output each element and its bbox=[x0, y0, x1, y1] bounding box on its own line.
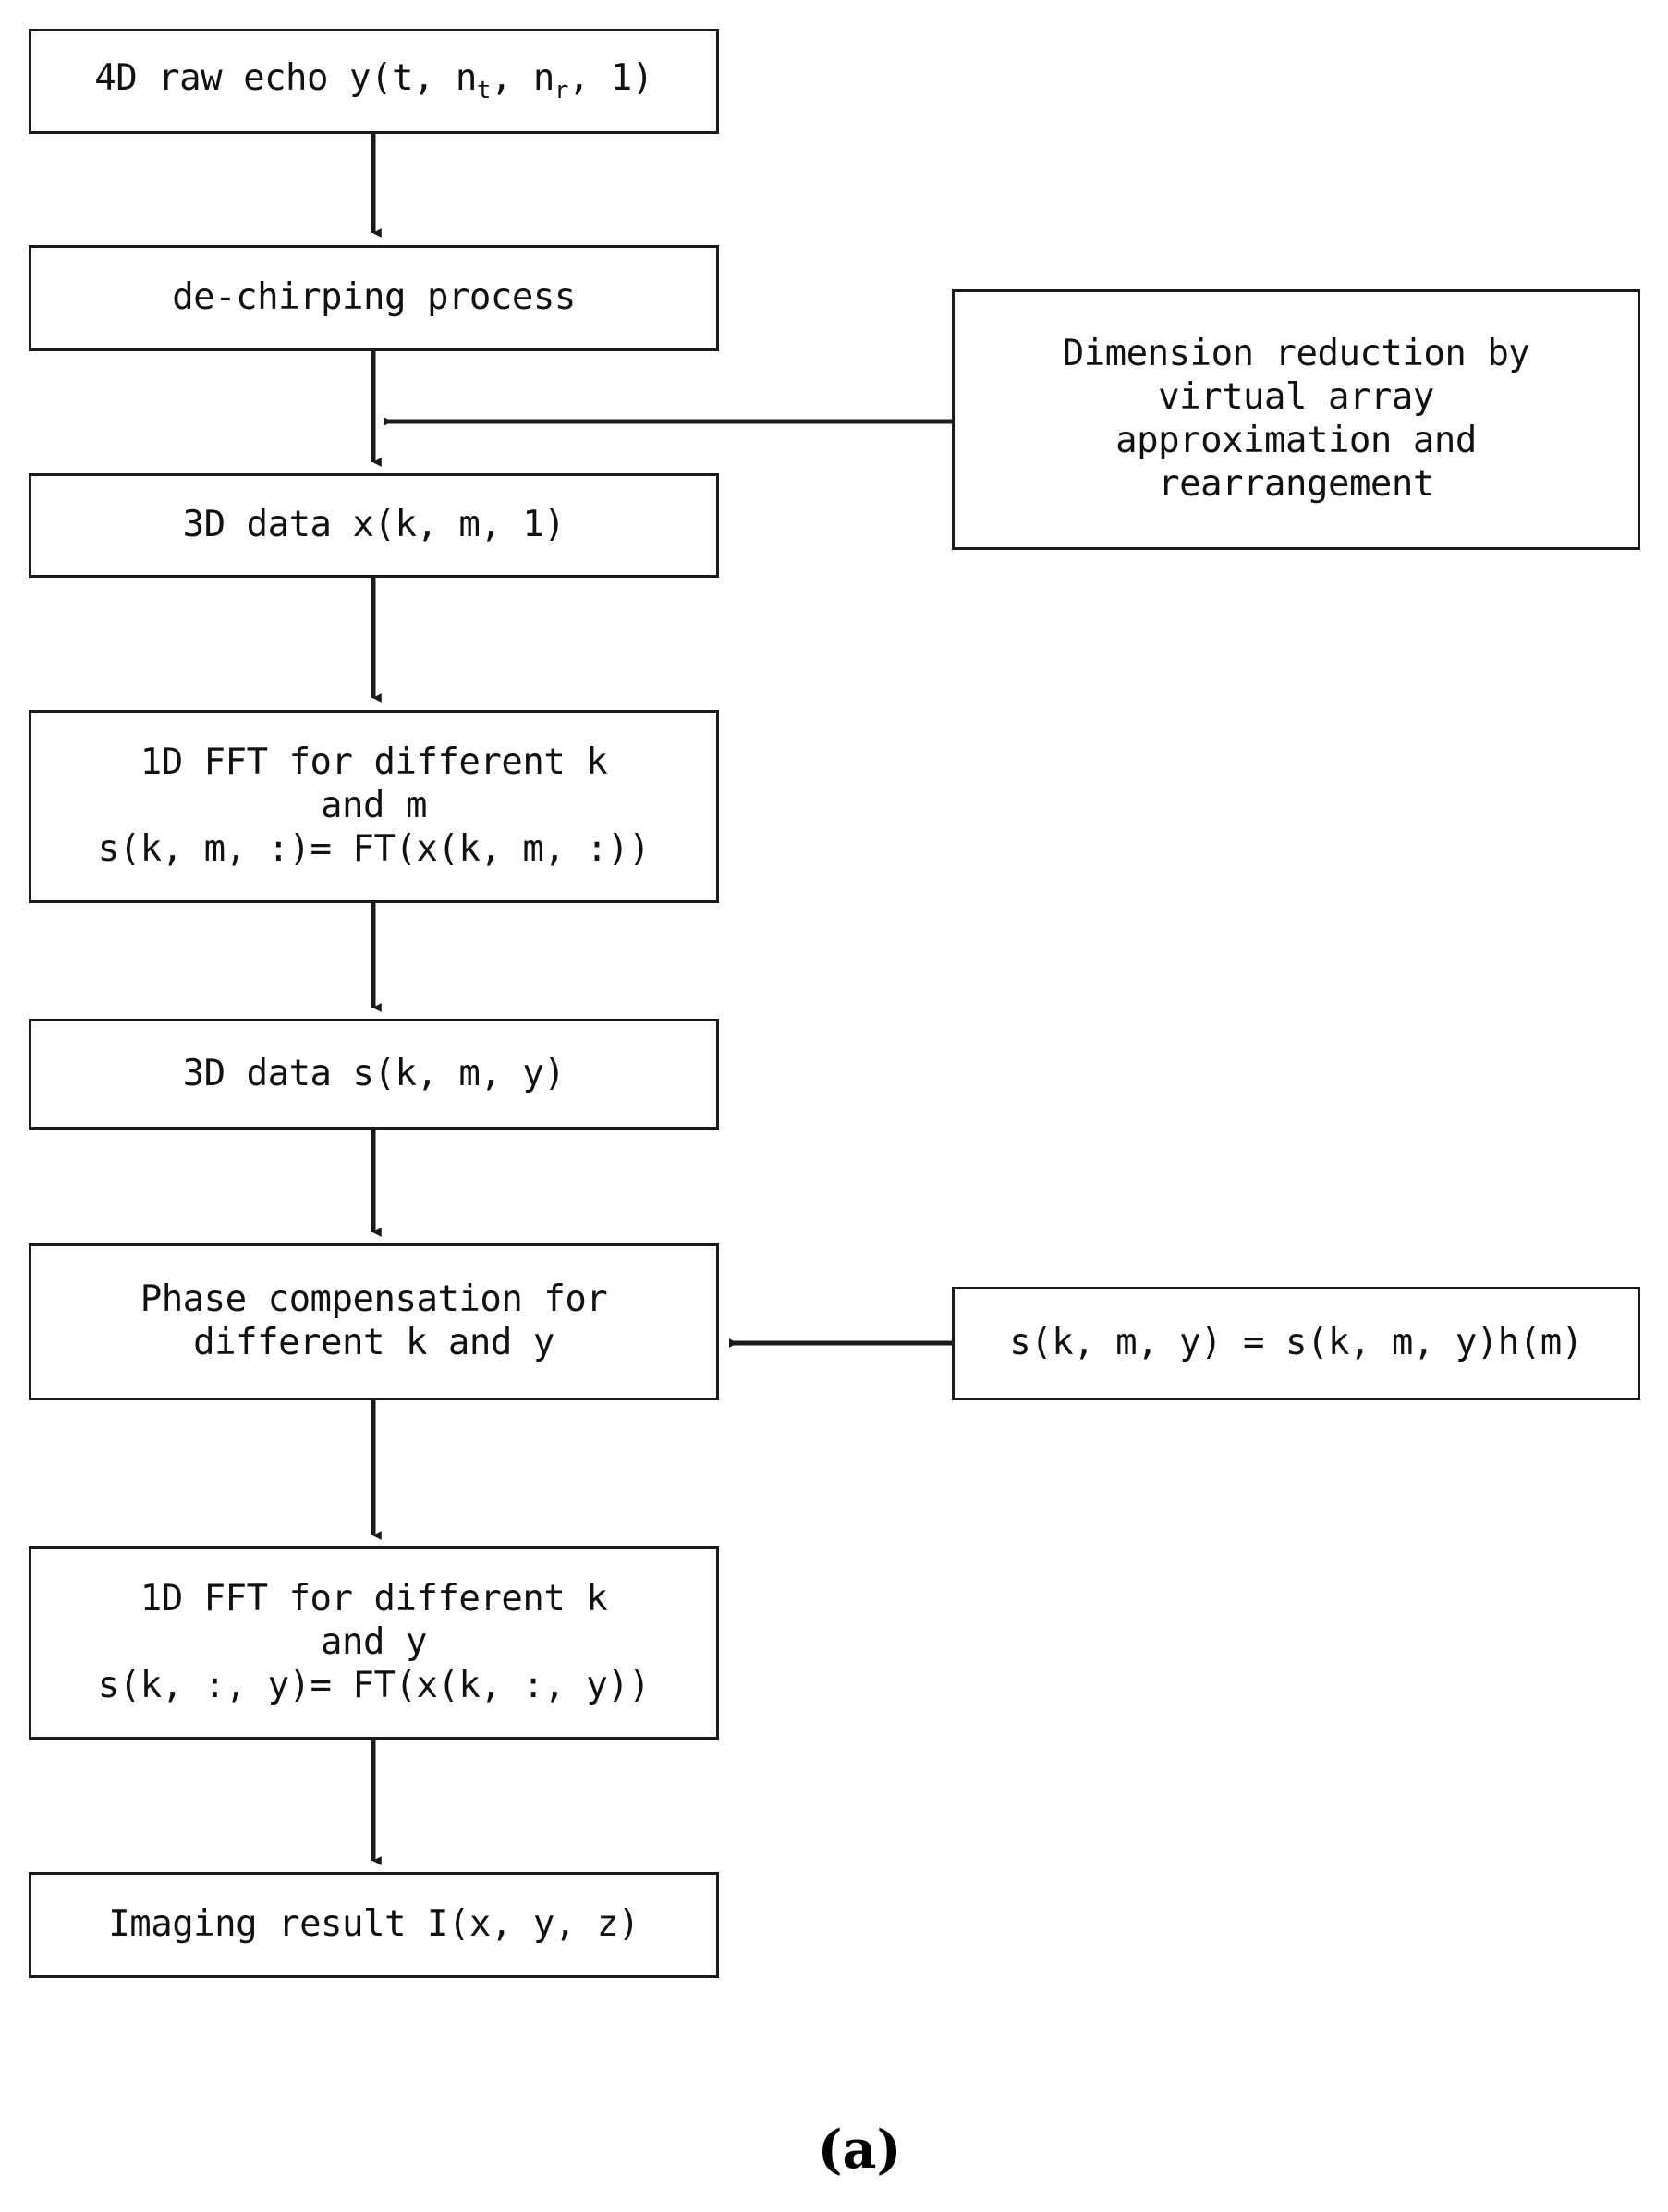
node-raw-echo-line1: 4D raw echo y(t, nt, nr, 1) bbox=[31, 57, 716, 105]
node-dimension-reduction-line1: Dimension reduction by bbox=[1062, 333, 1530, 375]
raw-echo-subscript-t: t bbox=[476, 76, 492, 104]
node-dimension-reduction[interactable]: Dimension reduction by virtual array app… bbox=[952, 289, 1640, 550]
node-raw-echo[interactable]: 4D raw echo y(t, nt, nr, 1) bbox=[29, 29, 719, 134]
node-fft-k-y-line3: s(k, :, y)= FT(x(k, :, y)) bbox=[97, 1664, 651, 1706]
node-imaging-result-line1: Imaging result I(x, y, z) bbox=[108, 1903, 639, 1946]
node-phase-compensation-line1: Phase compensation for bbox=[140, 1278, 608, 1321]
node-3d-data-s-line1: 3D data s(k, m, y) bbox=[182, 1052, 566, 1094]
node-fft-k-y-line2: and y bbox=[321, 1621, 427, 1664]
node-3d-data-x[interactable]: 3D data x(k, m, 1) bbox=[29, 473, 719, 578]
figure-caption: (a) bbox=[817, 2119, 902, 2181]
raw-echo-text-a: 4D raw echo y(t, n bbox=[94, 57, 477, 100]
node-phase-equation-line1: s(k, m, y) = s(k, m, y)h(m) bbox=[1009, 1322, 1583, 1364]
node-fft-k-m-line2: and m bbox=[321, 785, 427, 827]
node-3d-data-s[interactable]: 3D data s(k, m, y) bbox=[29, 1019, 719, 1130]
raw-echo-text-b: , n bbox=[490, 57, 554, 100]
raw-echo-text-c: , 1) bbox=[567, 57, 653, 100]
node-3d-data-x-line1: 3D data x(k, m, 1) bbox=[182, 504, 566, 546]
node-phase-compensation-line2: different k and y bbox=[193, 1322, 554, 1363]
node-fft-k-y-line1: 1D FFT for different k bbox=[140, 1578, 608, 1620]
node-phase-equation[interactable]: s(k, m, y) = s(k, m, y)h(m) bbox=[952, 1287, 1640, 1400]
node-fft-k-y[interactable]: 1D FFT for different k and y s(k, :, y)=… bbox=[29, 1546, 719, 1740]
node-fft-k-m-line1: 1D FFT for different k bbox=[140, 741, 608, 784]
node-dechirping[interactable]: de-chirping process bbox=[29, 245, 719, 351]
node-fft-k-m-line3: s(k, m, :)= FT(x(k, m, :)) bbox=[97, 827, 651, 870]
node-fft-k-m[interactable]: 1D FFT for different k and m s(k, m, :)=… bbox=[29, 710, 719, 903]
node-phase-compensation[interactable]: Phase compensation for different k and y bbox=[29, 1243, 719, 1400]
node-imaging-result[interactable]: Imaging result I(x, y, z) bbox=[29, 1872, 719, 1978]
raw-echo-subscript-r: r bbox=[554, 76, 569, 104]
node-dimension-reduction-line4: rearrangement bbox=[1158, 462, 1434, 505]
node-dimension-reduction-line2: virtual array bbox=[1158, 376, 1434, 419]
node-dechirping-line1: de-chirping process bbox=[172, 276, 576, 319]
node-dimension-reduction-line3: approximation and bbox=[1115, 420, 1477, 461]
